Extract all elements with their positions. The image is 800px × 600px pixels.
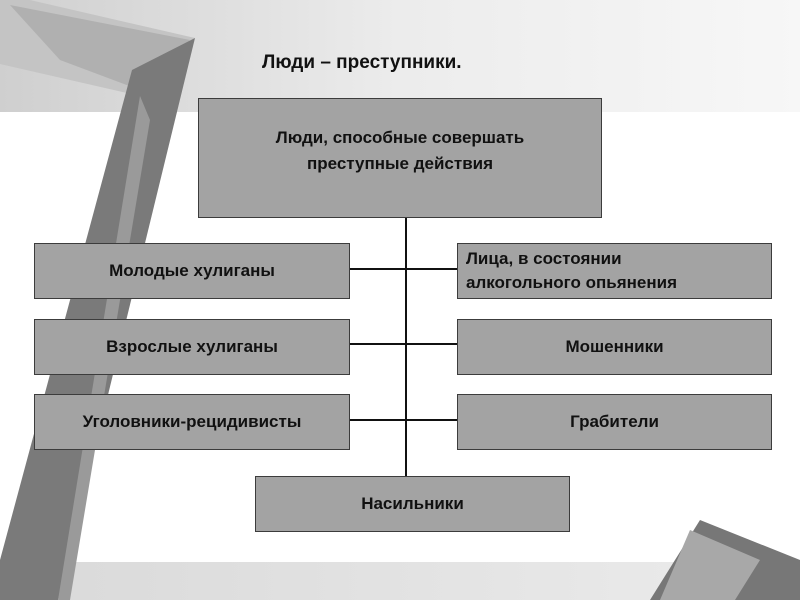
left-box-label: Молодые хулиганы [109,261,275,280]
right-box-label: Грабители [570,412,659,431]
decor-bottom-right-light [660,530,760,600]
root-box: Люди, способные совершать преступные дей… [198,98,602,218]
right-box-line-2: алкогольного опьянения [466,273,677,292]
bottom-box-rapists: Насильники [255,476,570,532]
right-box-robbers: Грабители [457,394,772,450]
root-line-1: Люди, способные совершать [275,128,525,147]
bottom-box-label: Насильники [361,494,464,513]
left-box-recidivists: Уголовники-рецидивисты [34,394,350,450]
left-box-label: Взрослые хулиганы [106,337,278,356]
left-box-label: Уголовники-рецидивисты [82,412,302,431]
right-box-label: Мошенники [565,337,664,356]
left-box-adult-hooligans: Взрослые хулиганы [34,319,350,375]
left-box-young-hooligans: Молодые хулиганы [34,243,350,299]
root-line-2: преступные действия [306,154,494,173]
page-title: Люди – преступники. [262,52,462,73]
right-box-line-1: Лица, в состоянии [466,249,622,268]
right-box-intoxicated: Лица, в состоянии алкогольного опьянения [457,243,772,299]
right-box-fraudsters: Мошенники [457,319,772,375]
